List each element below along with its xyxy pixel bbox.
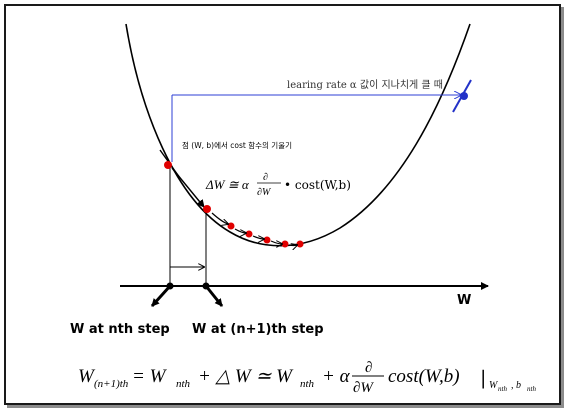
blue-point <box>460 92 468 100</box>
descent-step-arrow <box>288 245 297 246</box>
descent-step-arrow <box>270 240 282 244</box>
formula-plus-delta: + △ W ≃ W <box>198 366 294 387</box>
formula-frac-den: ∂W <box>353 380 374 396</box>
descent-step-arrow <box>234 228 246 233</box>
descent-point <box>164 161 172 169</box>
n1th-down-arrow <box>204 285 224 307</box>
slope-annotation: 점 (W, b)에서 cost 함수의 기울기 <box>182 140 292 150</box>
descent-point <box>245 230 253 238</box>
step-descent-arrow <box>171 167 205 208</box>
descent-step-arrow <box>211 212 228 224</box>
cost-curve <box>125 23 471 247</box>
formula-sub2: nth <box>300 378 315 390</box>
nth-down-arrow <box>150 284 172 308</box>
delta-formula-rhs: • cost(W,b) <box>284 178 351 192</box>
formula-lhs-sub: (n+1)th <box>94 378 129 390</box>
descent-point <box>281 240 289 248</box>
formula-eval-sub-bnth: nth <box>527 385 536 393</box>
descent-point <box>227 222 235 230</box>
formula-eval-sub-nth: nth <box>498 385 507 393</box>
nth-step-label: W at nth step <box>70 322 170 337</box>
formula-sub1: nth <box>176 378 191 390</box>
w-axis-label: W <box>457 293 471 308</box>
formula-eval-sub-w: W <box>489 380 499 391</box>
large-lr-annotation: learing rate α 값이 지나치게 클 때 <box>287 79 443 91</box>
formula-eval-sub-b: , b <box>511 380 521 391</box>
diagram-frame <box>4 4 561 405</box>
formula-eval-bar: | <box>480 367 486 389</box>
delta-formula-num: ∂ <box>263 172 268 183</box>
descent-point <box>263 236 271 244</box>
delta-formula-den: ∂W <box>257 187 272 198</box>
formula-lhs-w: W <box>78 366 96 387</box>
formula-eq1: = W <box>132 366 168 387</box>
descent-step-arrow <box>252 235 264 239</box>
update-formula: W (n+1)th = W nth + △ W ≃ W nth + α ∂ ∂W… <box>78 360 536 396</box>
descent-point <box>203 205 211 213</box>
descent-point <box>296 240 304 248</box>
n1th-step-label: W at (n+1)th step <box>192 322 324 337</box>
formula-plus-alpha: + α <box>322 366 351 387</box>
delta-formula-lhs: ΔW ≅ α <box>205 177 250 192</box>
formula-frac-num: ∂ <box>365 360 372 376</box>
formula-cost: cost(W,b) <box>388 366 460 387</box>
